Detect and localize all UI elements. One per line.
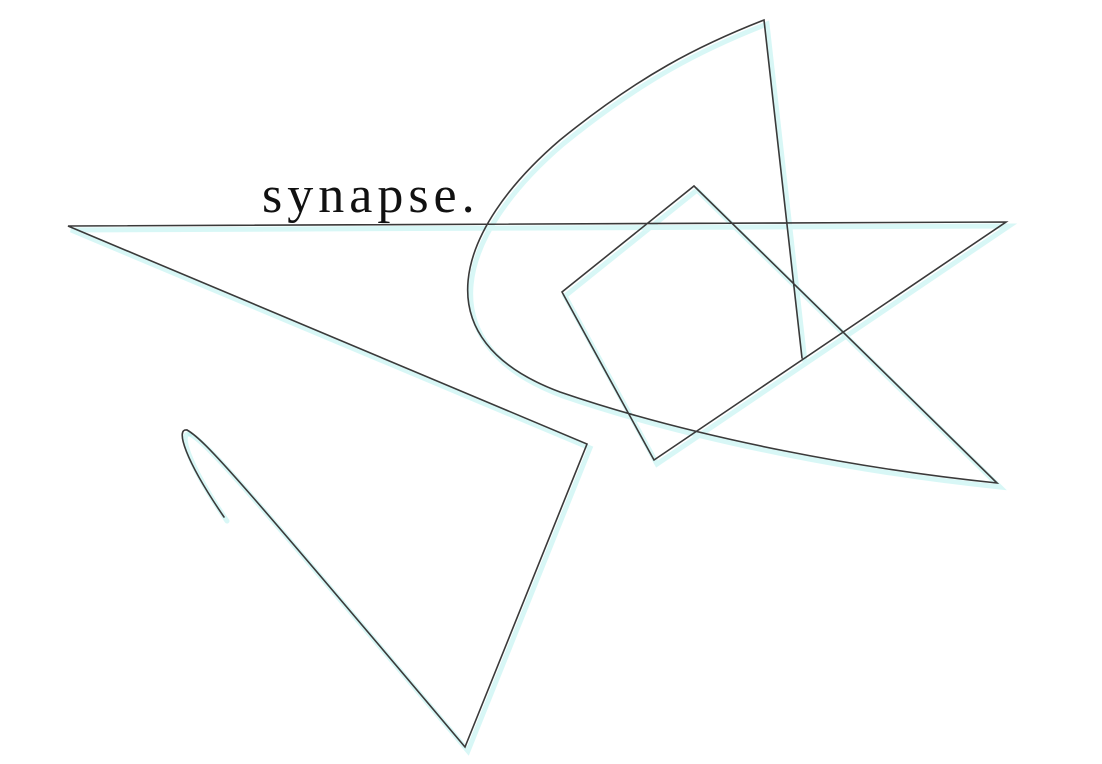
line-layer (67, 18, 1009, 749)
main-stroke (67, 18, 1009, 749)
brand-wordmark: synapse. (262, 167, 480, 224)
glow-layer (70, 20, 1018, 756)
hook-stroke (181, 429, 225, 518)
glow-main-stroke (70, 20, 1018, 756)
